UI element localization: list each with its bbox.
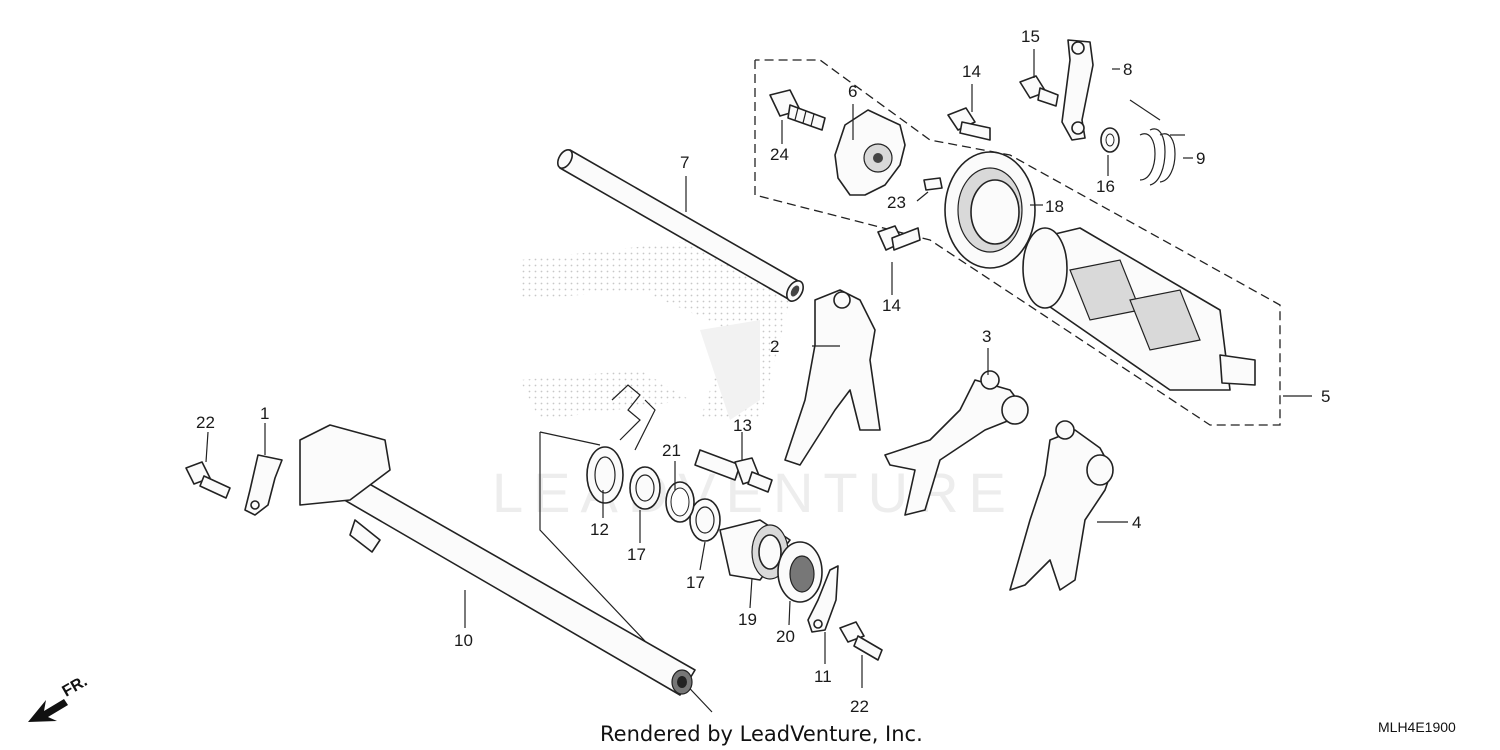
- bolt-14-lower: [877, 225, 921, 251]
- callout-8[interactable]: 8: [1123, 60, 1132, 79]
- callout-16[interactable]: 16: [1096, 177, 1115, 196]
- callout-18[interactable]: 18: [1045, 197, 1064, 216]
- washer-17-b: [689, 498, 721, 542]
- callout-10[interactable]: 10: [454, 631, 473, 650]
- callout-5[interactable]: 5: [1321, 387, 1330, 406]
- shift-fork-2: [784, 289, 881, 466]
- oil-seal-20: [777, 541, 823, 603]
- washer-17-a: [629, 466, 661, 510]
- callout-22-left[interactable]: 22: [196, 413, 215, 432]
- bearing-18: [944, 151, 1036, 269]
- callout-23[interactable]: 23: [887, 193, 906, 212]
- callout-24[interactable]: 24: [770, 145, 789, 164]
- callout-17-a[interactable]: 17: [627, 545, 646, 564]
- star-plate-6: [834, 109, 906, 196]
- callout-7[interactable]: 7: [680, 153, 689, 172]
- plate-1: [244, 454, 283, 516]
- leader-lines: [205, 49, 1312, 688]
- callout-14-upper[interactable]: 14: [962, 62, 981, 81]
- callout-9[interactable]: 9: [1196, 149, 1205, 168]
- watermark-logo: [520, 240, 790, 420]
- callout-19[interactable]: 19: [738, 610, 757, 629]
- plate-11: [807, 565, 839, 633]
- bolt-22-lower: [839, 621, 883, 661]
- needle-bearing-19: [719, 519, 791, 581]
- bolt-24: [769, 89, 826, 131]
- callout-11[interactable]: 11: [814, 667, 832, 686]
- callout-labels: 7 6 24 23 18 14 14 15 8 9 16 2 3 5 4 13 …: [196, 27, 1330, 716]
- callout-4[interactable]: 4: [1132, 513, 1141, 532]
- callout-21[interactable]: 21: [662, 441, 681, 460]
- callout-17-b[interactable]: 17: [686, 573, 705, 592]
- gearshift-spindle-10: [299, 424, 696, 696]
- render-credit: Rendered by LeadVenture, Inc.: [600, 722, 923, 746]
- shift-fork-4: [1009, 420, 1114, 591]
- shift-fork-3: [884, 370, 1029, 516]
- bolt-14-upper: [947, 107, 991, 141]
- snap-ring-21: [665, 481, 695, 523]
- front-arrow: FR.: [28, 673, 90, 722]
- shift-drum-5: [1022, 227, 1256, 391]
- callout-22-lower[interactable]: 22: [850, 697, 869, 716]
- spring-12: [586, 384, 656, 504]
- shaft-7: [556, 149, 804, 302]
- collar-bolt-13: [694, 449, 773, 493]
- assembly-5-outline: [754, 59, 1281, 426]
- callout-14-lower[interactable]: 14: [882, 296, 901, 315]
- bolt-22-left: [185, 461, 231, 499]
- bolt-15: [1019, 75, 1059, 107]
- callout-15[interactable]: 15: [1021, 27, 1040, 46]
- callout-3[interactable]: 3: [982, 327, 991, 346]
- callout-1[interactable]: 1: [260, 404, 269, 423]
- callout-2[interactable]: 2: [770, 337, 779, 356]
- spring-9: [1129, 99, 1185, 186]
- pin-23: [923, 177, 943, 191]
- washer-16: [1100, 127, 1120, 153]
- callout-13[interactable]: 13: [733, 416, 752, 435]
- callout-12[interactable]: 12: [590, 520, 609, 539]
- front-marker: FR.: [60, 673, 91, 701]
- callout-20[interactable]: 20: [776, 627, 795, 646]
- callout-6[interactable]: 6: [848, 82, 857, 101]
- stopper-arm-8: [1061, 39, 1094, 141]
- diagram-code: MLH4E1900: [1378, 719, 1456, 735]
